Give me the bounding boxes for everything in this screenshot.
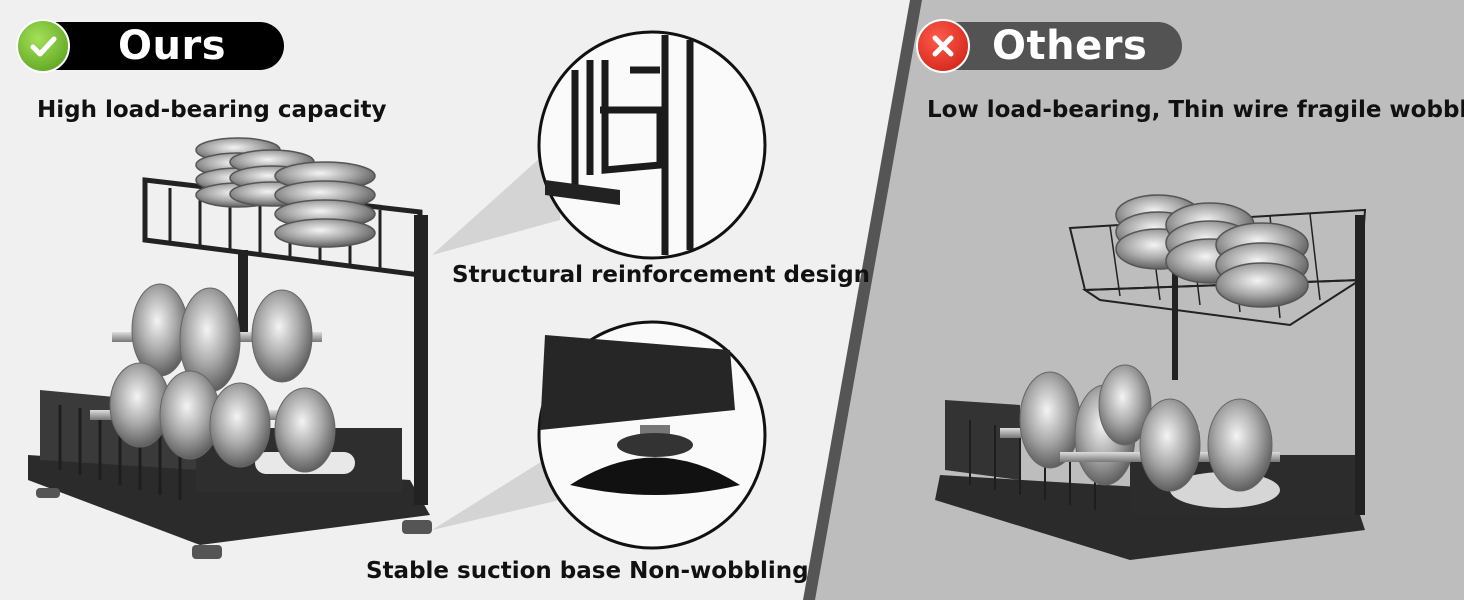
others-rack-image	[935, 194, 1367, 560]
suction-base-detail-image	[537, 320, 767, 550]
structure-detail-image	[537, 30, 767, 260]
structure-callout-pointer	[432, 140, 560, 255]
base-caption: Stable suction base Non-wobbling	[366, 558, 809, 584]
ours-heading-pill: Ours	[16, 19, 284, 73]
others-heading-pill: Others	[916, 19, 1182, 73]
ours-rack-image	[28, 137, 432, 559]
others-caption: Low load-bearing, Thin wire fragile wobb…	[927, 97, 1464, 123]
ours-caption: High load-bearing capacity	[37, 97, 387, 123]
ours-heading: Ours	[118, 23, 227, 69]
structure-caption: Structural reinforcement design	[452, 262, 871, 288]
others-heading: Others	[992, 23, 1148, 69]
check-icon	[16, 19, 70, 73]
base-callout-pointer	[432, 450, 560, 530]
x-icon	[916, 19, 970, 73]
